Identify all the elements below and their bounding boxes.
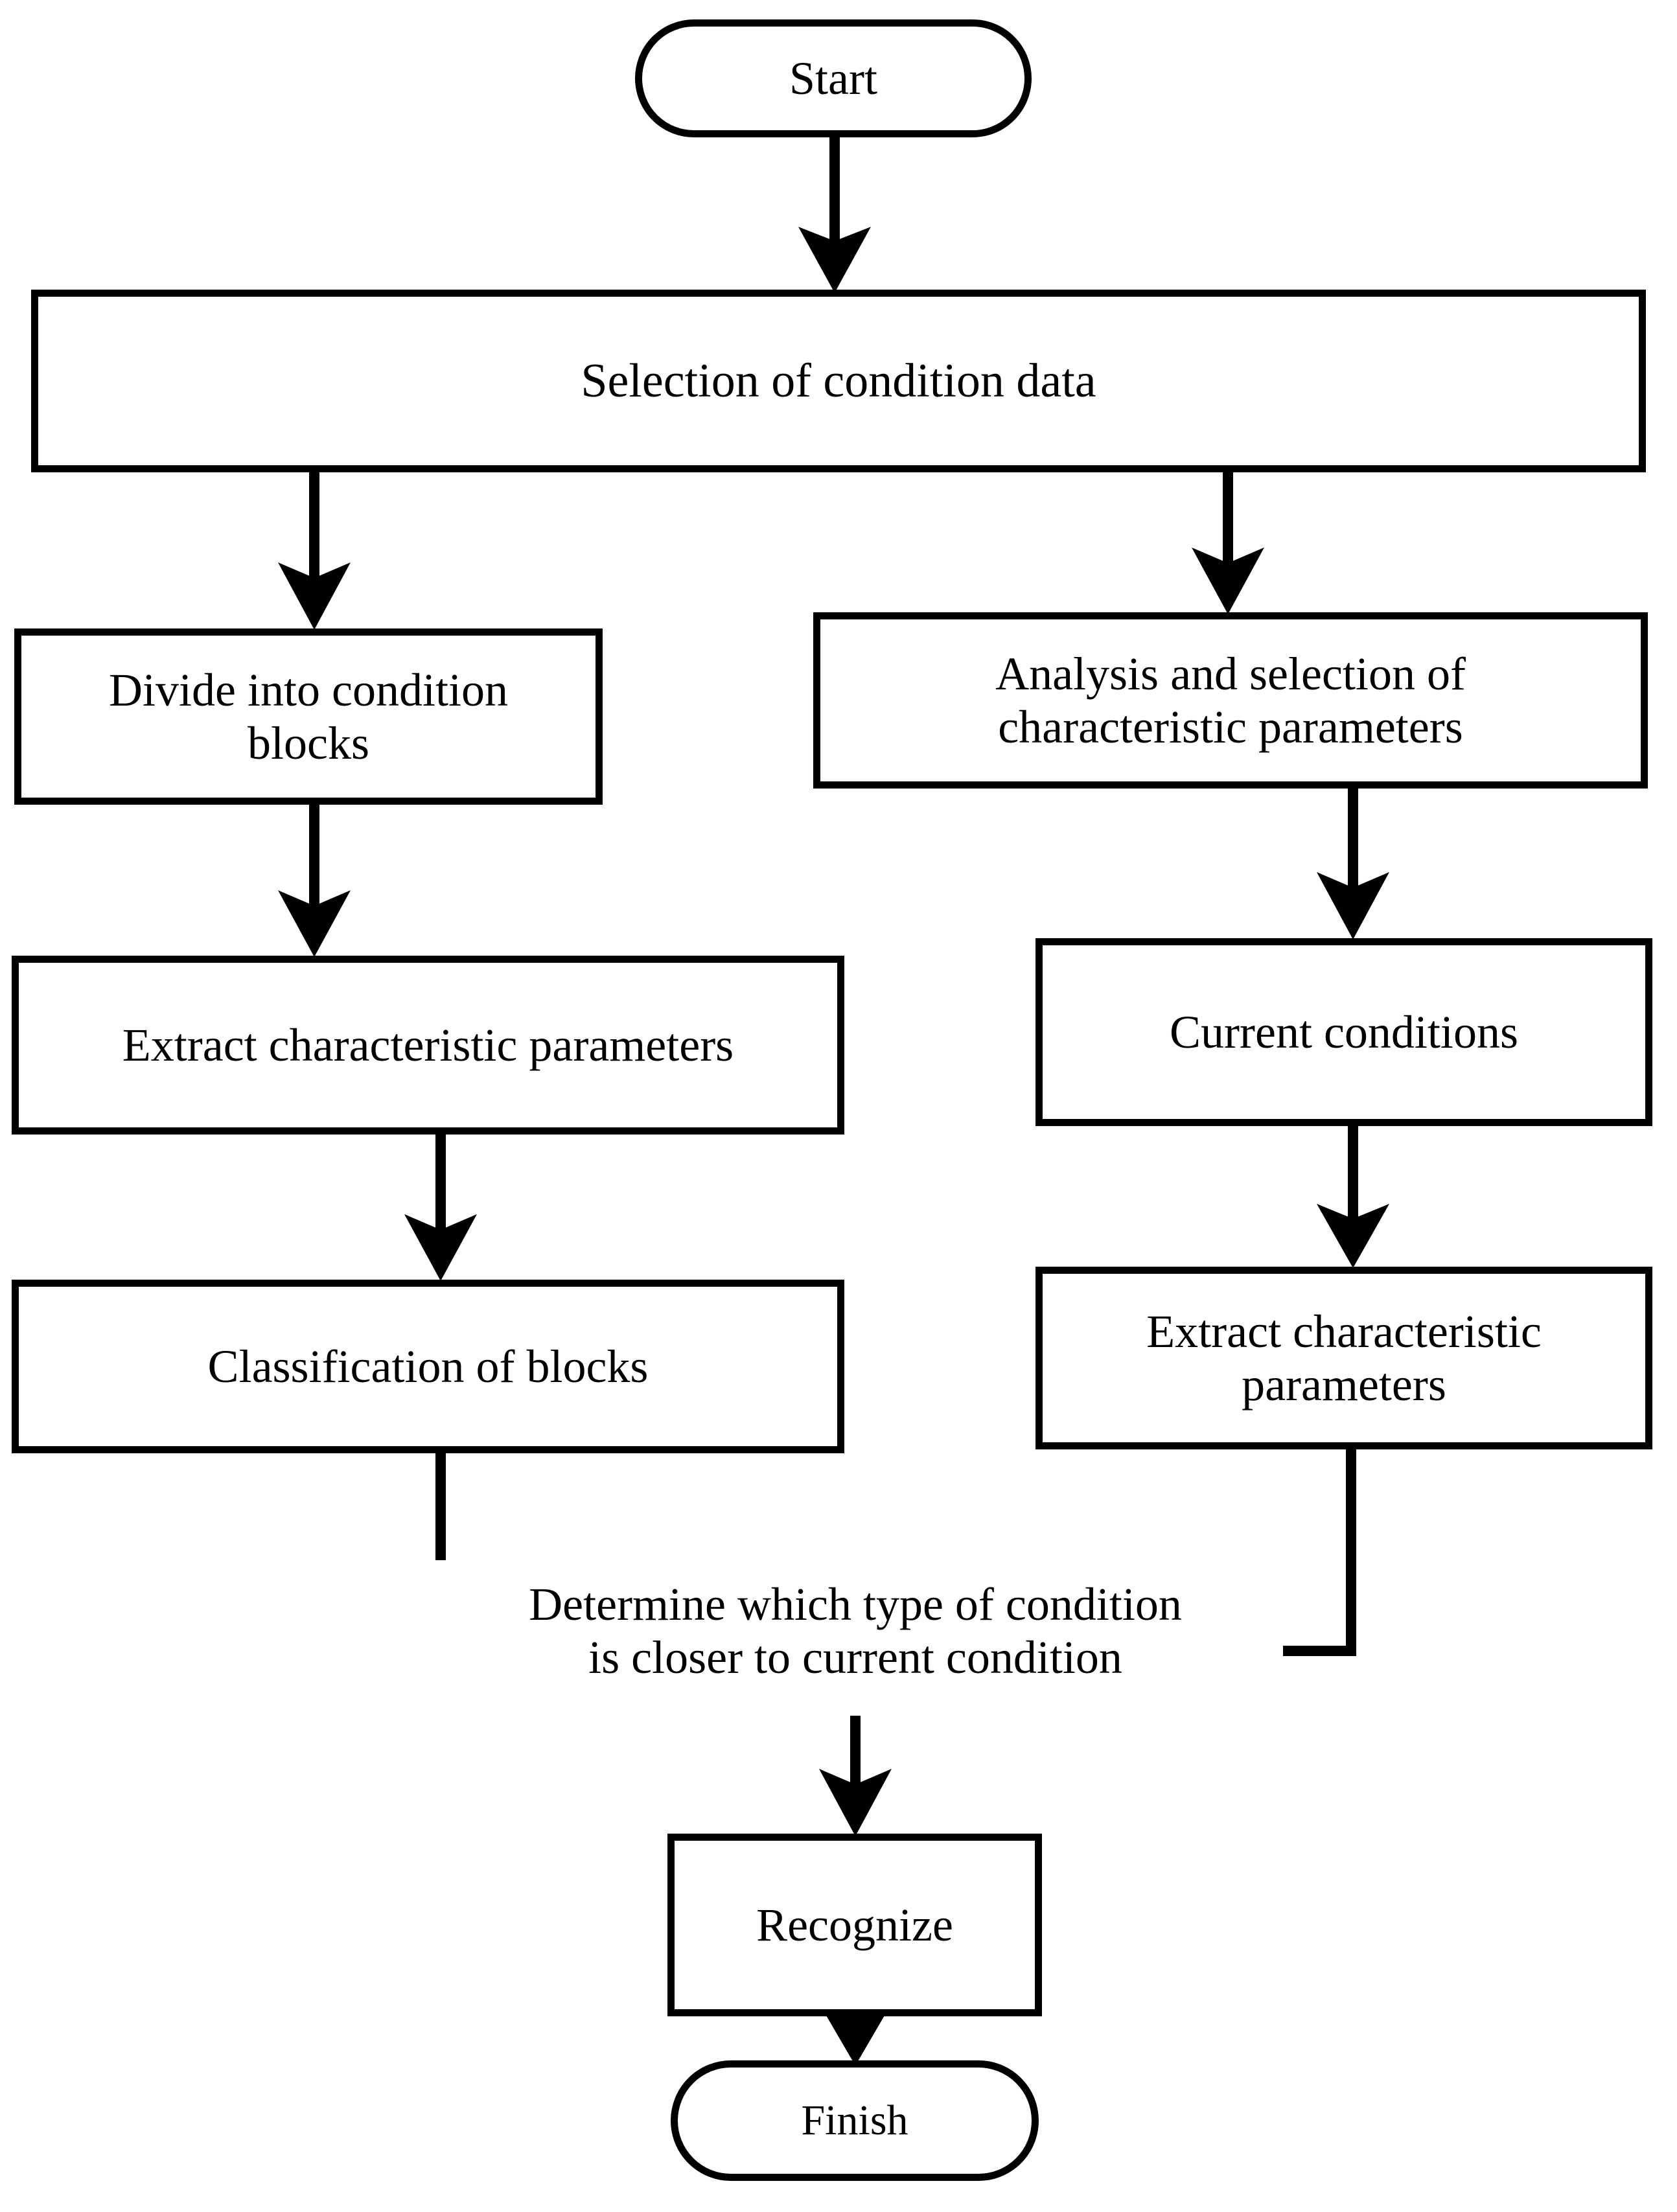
node-divide-label: Divide into condition blocks	[109, 663, 508, 769]
node-start[interactable]: Start	[635, 19, 1032, 137]
edge-divide-to-extract-left	[278, 805, 351, 957]
node-analysis-label: Analysis and selection of characteristic…	[995, 647, 1466, 753]
node-extract-characteristic-parameters-left[interactable]: Extract characteristic parameters	[12, 956, 844, 1135]
node-start-label: Start	[789, 52, 877, 104]
node-finish[interactable]: Finish	[671, 2060, 1039, 2181]
node-current-label: Current conditions	[1170, 1006, 1518, 1058]
node-extract-left-label: Extract characteristic parameters	[122, 1019, 734, 1071]
edge-analysis-to-current	[1317, 789, 1389, 939]
node-recognize-label: Recognize	[756, 1898, 953, 1951]
edge-decision-to-recognize	[819, 1716, 892, 1836]
node-current-conditions[interactable]: Current conditions	[1035, 938, 1652, 1126]
node-finish-label: Finish	[801, 2097, 908, 2145]
node-extract-right-label: Extract characteristic parameters	[1146, 1305, 1542, 1411]
node-classification-of-blocks[interactable]: Classification of blocks	[12, 1280, 844, 1453]
node-selection-label: Selection of condition data	[581, 354, 1096, 408]
node-recognize[interactable]: Recognize	[667, 1834, 1042, 2016]
node-decision-label: Determine which type of condition is clo…	[529, 1578, 1182, 1683]
edge-current-to-extract-right	[1317, 1126, 1389, 1268]
edge-selection-to-divide	[278, 472, 351, 630]
edge-selection-to-analysis	[1192, 472, 1264, 614]
edge-extract-left-to-classify	[404, 1135, 477, 1281]
node-selection-of-condition-data[interactable]: Selection of condition data	[31, 290, 1646, 472]
node-determine-condition-type: Determine which type of condition is clo…	[428, 1560, 1283, 1701]
node-classify-label: Classification of blocks	[207, 1340, 649, 1392]
node-divide-into-condition-blocks[interactable]: Divide into condition blocks	[14, 628, 603, 805]
edge-start-to-selection	[798, 137, 871, 293]
node-analysis-and-selection[interactable]: Analysis and selection of characteristic…	[813, 612, 1648, 789]
node-extract-characteristic-parameters-right[interactable]: Extract characteristic parameters	[1035, 1267, 1652, 1449]
